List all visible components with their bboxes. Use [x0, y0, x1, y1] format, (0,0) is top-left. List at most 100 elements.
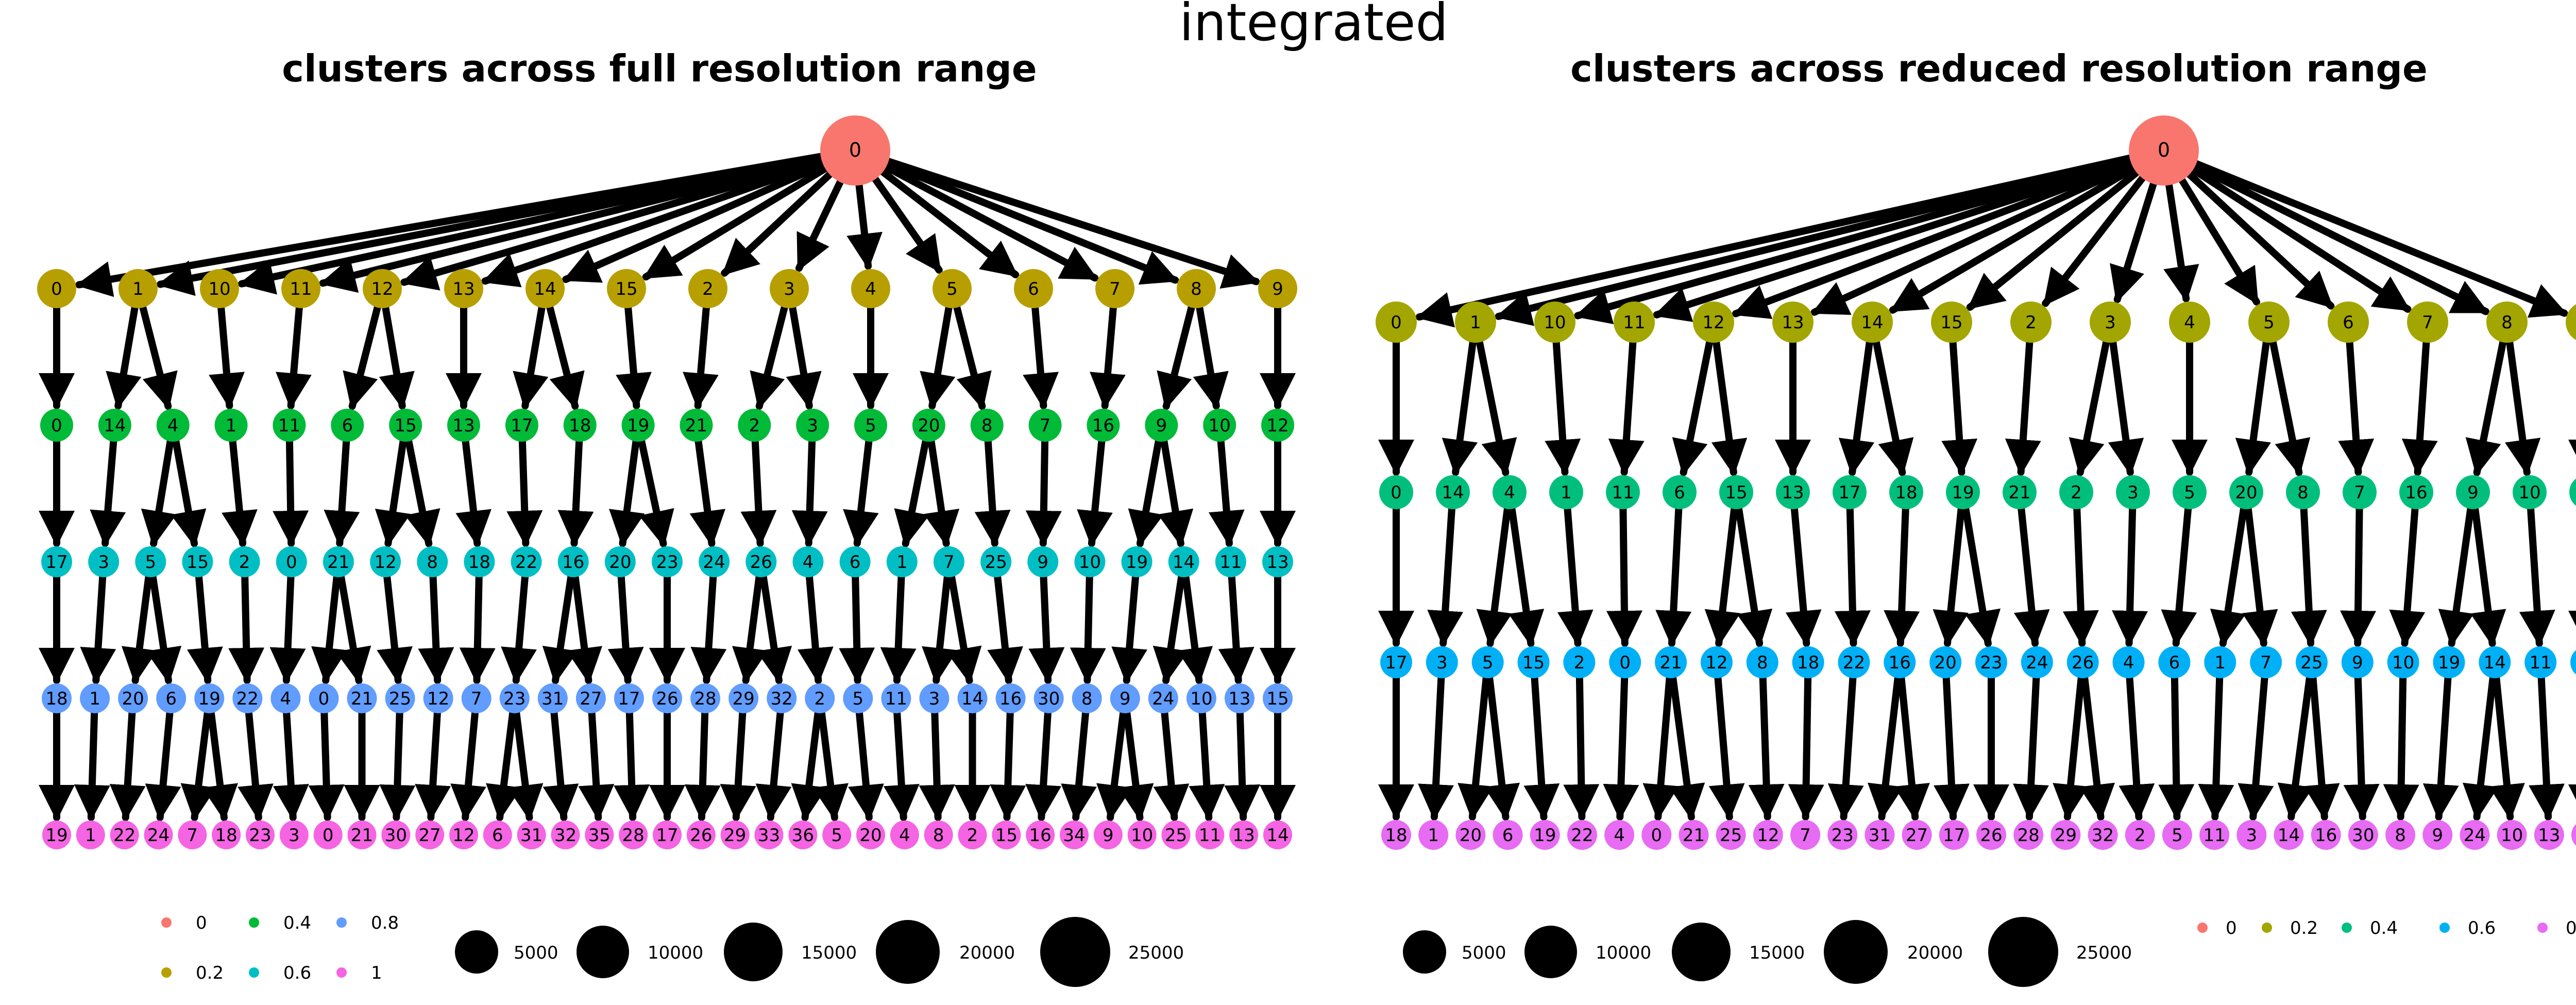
cluster-node: 16: [1026, 820, 1055, 849]
cluster-node-circle: [970, 409, 1004, 442]
cluster-node: 3: [796, 409, 829, 442]
cluster-edge: [1962, 505, 2001, 647]
legend-label: 0.8: [2566, 918, 2576, 939]
cluster-node-circle: [1455, 820, 1486, 850]
cluster-edge: [1023, 304, 1059, 410]
cluster-node-circle: [881, 683, 911, 713]
cluster-node-circle: [1902, 820, 1932, 850]
cluster-node: 8: [924, 820, 953, 849]
cluster-edge: [2383, 674, 2419, 821]
cluster-node-label: 27: [419, 825, 441, 846]
cluster-edge: [1157, 304, 1195, 410]
cluster-node-circle: [912, 409, 945, 442]
cluster-edge: [324, 438, 360, 547]
cluster-node-circle: [621, 409, 655, 442]
cluster-node-label: 4: [280, 689, 292, 709]
cluster-edge: [2210, 505, 2247, 647]
cluster-node-circle: [1145, 409, 1178, 442]
cluster-node: 5: [2162, 820, 2192, 850]
cluster-node-circle: [517, 820, 546, 849]
cluster-node: 14: [2274, 820, 2304, 850]
cluster-node-label: 8: [1757, 652, 1768, 673]
cluster-node-circle: [246, 820, 275, 849]
cluster-node: 26: [2066, 646, 2099, 678]
cluster-node: 9: [2456, 475, 2490, 509]
cluster-node-circle: [2248, 301, 2290, 343]
cluster-edge: [1177, 573, 1213, 684]
legend-swatch: [2537, 923, 2548, 933]
cluster-node: 12: [1700, 646, 1733, 678]
cluster-node-label: 14: [1861, 312, 1883, 333]
cluster-node-label: 13: [452, 415, 474, 436]
edges-reduced: [1378, 154, 2576, 821]
cluster-node-label: 14: [1442, 482, 1464, 503]
cluster-node-circle: [1087, 409, 1120, 442]
cluster-node: 6: [2158, 646, 2191, 678]
cluster-node-circle: [839, 546, 871, 577]
cluster-node-circle: [2513, 475, 2547, 509]
cluster-edge: [2242, 505, 2278, 647]
cluster-node: 8: [1072, 683, 1102, 713]
size-legend-dot: [1824, 920, 1888, 984]
cluster-node-circle: [229, 546, 260, 577]
resolution-legend-full: 0 0.2 0.4 0.6 0.8 1: [161, 913, 399, 983]
cluster-node: 19: [194, 683, 225, 713]
cluster-node-circle: [1215, 546, 1246, 577]
cluster-node-circle: [347, 683, 377, 713]
cluster-node: 18: [212, 820, 241, 849]
cluster-edge: [276, 304, 312, 410]
cluster-node: 7: [933, 546, 964, 577]
cluster-node: 14: [1263, 820, 1292, 849]
cluster-edge: [2519, 505, 2555, 647]
cluster-node-circle: [2173, 475, 2207, 509]
cluster-node: 10: [200, 269, 239, 308]
cluster-node-circle: [2236, 820, 2267, 850]
cluster-edge: [883, 163, 1099, 282]
cluster-node: 30: [1033, 683, 1064, 713]
cluster-node-label: 9: [1120, 689, 1131, 709]
cluster-node-label: 5: [2172, 825, 2183, 846]
cluster-node: 29: [720, 820, 750, 849]
cluster-node-label: 0: [318, 689, 330, 709]
cluster-edge: [1966, 169, 2141, 311]
cluster-node: 13: [1262, 546, 1293, 577]
cluster-edge: [2198, 674, 2234, 821]
cluster-node-circle: [933, 546, 964, 577]
cluster-node: 20: [118, 683, 148, 713]
cluster-node: 21: [1679, 820, 1709, 850]
cluster-node-circle: [331, 409, 364, 442]
cluster-node-label: 1: [226, 415, 237, 436]
cluster-node-label: 0: [51, 415, 62, 436]
cluster-node-label: 21: [351, 689, 373, 709]
cluster-node: 12: [370, 546, 401, 577]
cluster-edge: [121, 573, 158, 684]
cluster-edge: [839, 573, 875, 684]
cluster-node: 7: [2407, 301, 2448, 343]
cluster-node-circle: [1258, 269, 1297, 308]
cluster-node: 1: [80, 683, 110, 713]
cluster-node: 5: [2248, 301, 2290, 343]
cluster-node-label: 20: [609, 552, 631, 573]
cluster-node-label: 13: [2538, 825, 2560, 846]
cluster-edge: [797, 573, 834, 684]
cluster-node: 12: [423, 683, 453, 713]
cluster-node: 18: [42, 683, 72, 713]
cluster-node-circle: [42, 820, 71, 849]
cluster-node-circle: [80, 683, 110, 713]
cluster-node-circle: [1074, 546, 1106, 577]
cluster-node: 2: [2010, 301, 2052, 343]
cluster-edge: [1090, 304, 1126, 410]
cluster-edge: [562, 161, 827, 283]
cluster-node: 7: [178, 820, 207, 849]
cluster-node-label: 14: [1266, 825, 1289, 846]
legend-label: 0.2: [196, 963, 224, 983]
cluster-node-label: 8: [933, 825, 944, 846]
cluster-node: 3: [2116, 475, 2150, 509]
cluster-edge: [2042, 174, 2146, 307]
cluster-edge: [1218, 573, 1255, 684]
cluster-node-label: 20: [918, 415, 940, 436]
cluster-node-label: 17: [1943, 825, 1965, 846]
cluster-node: 4: [890, 820, 919, 849]
cluster-edge: [269, 573, 306, 684]
cluster-node: 34: [1060, 820, 1089, 849]
